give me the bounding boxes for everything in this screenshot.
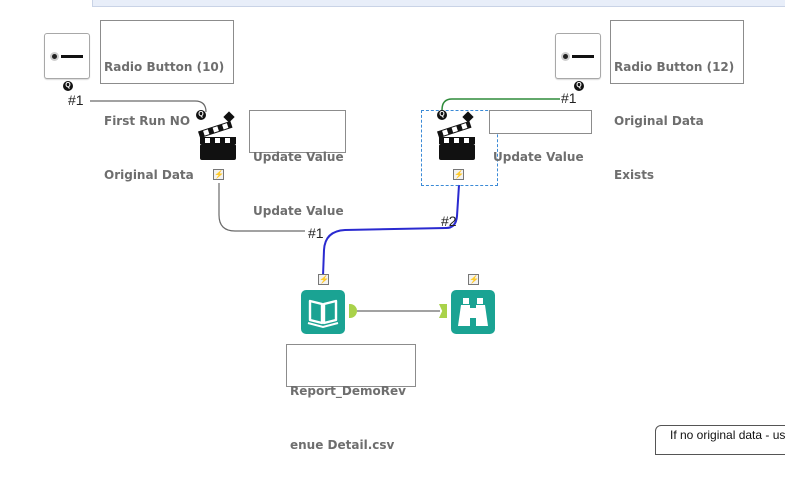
question-anchor-icon[interactable]: Q (196, 110, 206, 120)
radio-button-tool-10[interactable] (44, 33, 90, 79)
connection-update-left-input (218, 183, 305, 232)
annotation-line: Original Data (104, 168, 194, 182)
action-anchor-icon[interactable]: ⚡ (453, 169, 464, 180)
top-panel-edge (92, 0, 785, 7)
book-icon (307, 299, 339, 329)
radio-line-icon (572, 55, 594, 58)
radio-button-12-annotation: Radio Button (12) Original Data Exists (610, 20, 744, 182)
comment-text: If no original data - use the original d (670, 428, 785, 442)
radio-button-tool-12[interactable] (555, 33, 601, 79)
workflow-canvas[interactable]: Q Radio Button (10) First Run NO Origina… (0, 0, 785, 455)
connection-rb12-update-right (441, 98, 560, 111)
annotation-line: Exists (614, 168, 655, 182)
annotation-line: enue Detail.csv (290, 438, 395, 452)
annotation-line: Radio Button (12) (614, 60, 735, 74)
update-value-tool-right[interactable]: Q (435, 110, 481, 162)
input-data-tool[interactable] (301, 290, 345, 334)
selection-outline (421, 110, 498, 186)
output-anchor[interactable] (349, 304, 357, 318)
radio-dot-icon (563, 54, 568, 59)
binoculars-icon (458, 298, 488, 326)
annotation-line: Original Data (614, 114, 704, 128)
question-anchor-icon[interactable]: Q (63, 81, 73, 91)
action-anchor-icon[interactable]: ⚡ (213, 169, 224, 180)
annotation-line: Radio Button (10) (104, 60, 225, 74)
radio-line-icon (61, 55, 83, 58)
clapperboard-icon (437, 111, 475, 160)
action-anchor-icon[interactable]: ⚡ (468, 274, 479, 285)
clapperboard-icon (198, 111, 236, 160)
annotation-line: Update Value (253, 150, 344, 164)
question-anchor-icon[interactable]: Q (574, 81, 584, 91)
radio-button-10-annotation: Radio Button (10) First Run NO Original … (100, 20, 234, 182)
connection-label: #1 (68, 92, 84, 108)
question-anchor-icon[interactable]: Q (437, 110, 447, 120)
annotation-line: Update Value (253, 204, 344, 218)
input-data-annotation: Report_DemoRev enue Detail.csv (286, 344, 416, 452)
radio-dot-icon (52, 54, 57, 59)
connection-label: #1 (308, 225, 324, 241)
connection-update-right-input (322, 184, 460, 277)
connection-rb10-update-left (90, 100, 207, 113)
annotation-line: First Run NO (104, 114, 191, 128)
connection-label: #2 (441, 213, 457, 229)
update-value-right-annotation: Update Value (489, 110, 592, 164)
action-anchor-icon[interactable]: ⚡ (318, 274, 329, 285)
annotation-line: Update Value (493, 150, 584, 164)
browse-tool[interactable] (451, 290, 495, 334)
connection-label: #1 (561, 90, 577, 106)
update-value-left-annotation: Update Value Update Value (249, 110, 346, 218)
connections-layer (90, 98, 560, 312)
annotation-line: Report_DemoRev (290, 384, 406, 398)
comment-note[interactable]: If no original data - use the original d (655, 425, 785, 455)
update-value-tool-left[interactable]: Q (196, 110, 242, 162)
input-anchor[interactable] (439, 304, 447, 318)
